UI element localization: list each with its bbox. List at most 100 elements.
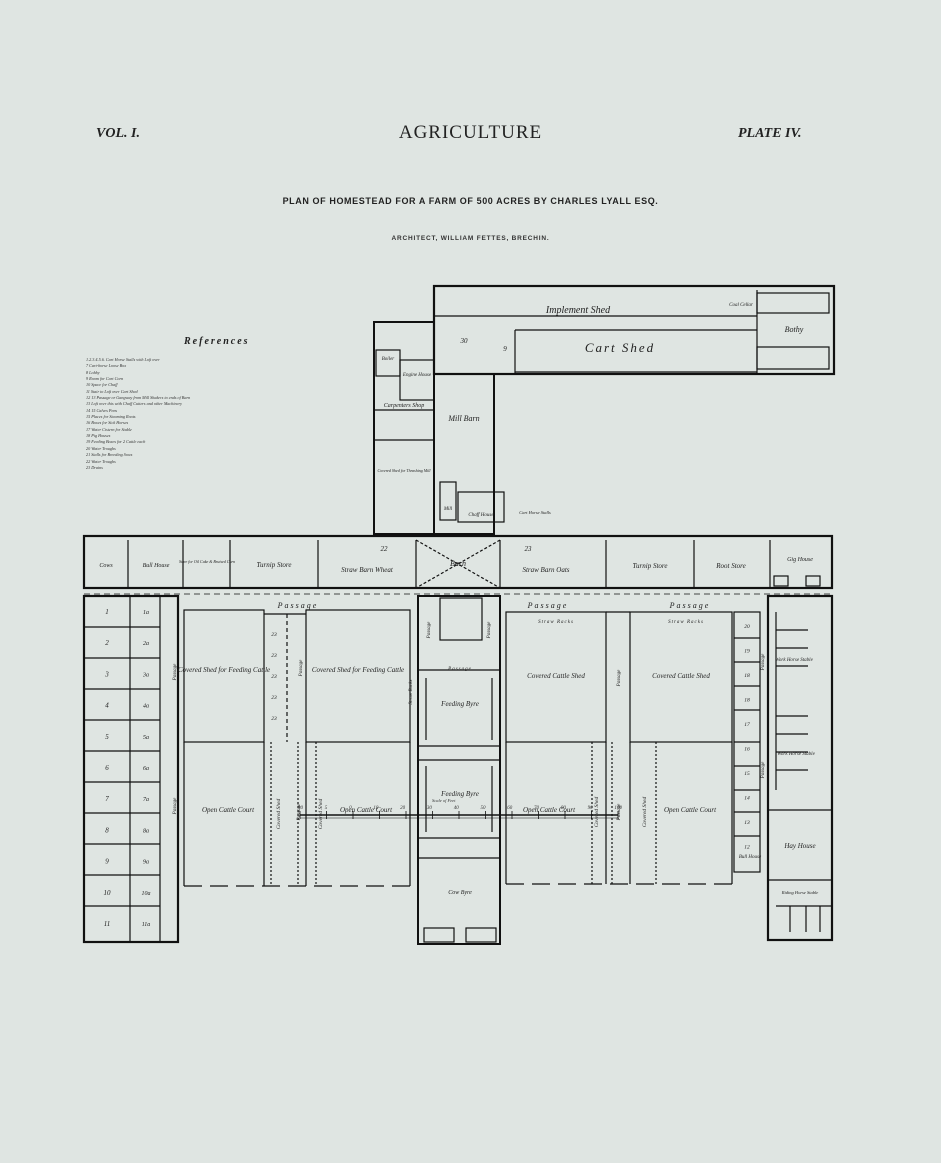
- reference-item: 14 15 Calves Pens: [86, 407, 118, 413]
- label-mill-barn: Mill Barn: [447, 414, 479, 423]
- label-engine-house: Engine House: [402, 373, 432, 378]
- section-title: AGRICULTURE: [398, 122, 543, 143]
- label-barn: Barn: [450, 559, 466, 568]
- label-carpenters-shop: Carpenters Shop: [384, 403, 425, 409]
- label-open-cattle-court-4: Open Cattle Court: [664, 806, 717, 814]
- stall-number: 6: [105, 764, 109, 772]
- label-work-horse-stable-1: Work Horse Stable: [775, 658, 813, 663]
- label-chaff-house: Chaff House: [468, 513, 494, 518]
- stall-number: 4: [105, 702, 109, 710]
- stall-number: 1a: [143, 610, 149, 616]
- reference-item: 15 Places for Steaming Roots: [86, 414, 136, 420]
- reference-item: 8 Lobby: [86, 369, 100, 375]
- label-passage-mid: Passage: [527, 601, 569, 610]
- stall-number: 10a: [142, 891, 151, 897]
- label-open-cattle-court-1: Open Cattle Court: [202, 806, 255, 814]
- reference-item: 16 Boxes for Sick Horses: [86, 420, 129, 426]
- label-coal-cellar: Coal Cellar: [729, 303, 753, 308]
- stall-number: 23: [271, 632, 277, 638]
- label-feeding-byre-1: Feeding Byre: [440, 700, 479, 708]
- label-covered-shed-3: Covered Shed: [594, 797, 600, 828]
- label-covered-cattle-shed-2: Covered Cattle Shed: [652, 672, 710, 680]
- reference-item: 9 Room for Cart Corn: [86, 376, 124, 382]
- label-passage-left: Passage: [277, 601, 319, 610]
- volume-label: VOL. I.: [96, 126, 140, 141]
- stall-number: 10: [104, 889, 112, 897]
- scale-tick-label: 10: [298, 806, 303, 811]
- label-store-oil-cake: Store for Oil Cake & Bruised Corn: [179, 559, 235, 564]
- stall-number: 11: [104, 920, 110, 928]
- label-gig-house: Gig House: [787, 557, 813, 563]
- stall-number: 23: [271, 695, 277, 701]
- stall-number: 1: [105, 608, 109, 616]
- label-covered-shed-2: Covered Shed: [318, 799, 324, 830]
- label-passage-vertical-9: Passage: [761, 761, 766, 779]
- plan-walls: [82, 284, 836, 945]
- label-passage-vertical-6: Passage: [617, 669, 622, 687]
- scale-tick-label: 40: [453, 806, 459, 811]
- stall-number: 9: [105, 858, 109, 866]
- label-open-cattle-court-3: Open Cattle Court: [523, 806, 576, 814]
- label-riding-horse-stable: Riding Horse Stable: [781, 890, 819, 895]
- label-bothy: Bothy: [785, 325, 804, 334]
- label-passage-vertical-8: Passage: [761, 653, 766, 671]
- scale-tick-label: 80: [560, 806, 566, 811]
- scale-tick-label: 10: [373, 806, 379, 811]
- references-heading: References: [184, 336, 250, 347]
- label-num-30: 30: [460, 337, 469, 345]
- scale-title: Scale of Feet: [432, 798, 456, 803]
- label-passage-vertical-7: Passage: [617, 803, 622, 821]
- reference-item: 11 Stair to Loft over Cart Shed: [86, 388, 138, 394]
- plate-label: PLATE IV.: [738, 126, 802, 141]
- label-cows: Cows: [99, 563, 113, 569]
- label-passage-vertical-2: Passage: [299, 659, 304, 677]
- label-hay-house: Hay House: [783, 842, 815, 850]
- scale-tick-label: 70: [534, 806, 540, 811]
- stall-number: 16: [744, 747, 750, 753]
- label-feeding-byre-2: Feeding Byre: [440, 790, 479, 798]
- label-straw-racks-2: Straw Racks: [668, 620, 704, 625]
- references-legend: References 1.2.3.4.5.6. Cart Horse Stall…: [86, 336, 386, 471]
- label-num-23: 23: [525, 545, 533, 553]
- label-work-horse-stable-2: Work Horse Stable: [777, 752, 815, 757]
- label-covered-shed-feeding-2: Covered Shed for Feeding Cattle: [312, 666, 404, 674]
- stall-number: 17: [744, 722, 750, 728]
- plan-title: PLAN OF HOMESTEAD FOR A FARM OF 500 ACRE…: [282, 196, 659, 206]
- label-passage-center: Passage: [447, 667, 472, 672]
- stall-number: 19: [744, 649, 750, 655]
- label-covered-cattle-shed-1: Covered Cattle Shed: [527, 672, 585, 680]
- reference-item: 7 Cart-horse Loose Box: [86, 363, 127, 369]
- scale-tick-label: 100: [614, 806, 622, 811]
- stall-number: 5a: [143, 735, 149, 741]
- stall-number: 18: [744, 673, 750, 679]
- stall-number: 23: [271, 716, 277, 722]
- reference-item: 21 Stalls for Breeding Sows: [86, 452, 133, 458]
- label-cart-shed: Cart Shed: [585, 340, 655, 355]
- reference-item: 10 Space for Chaff: [86, 382, 118, 388]
- stall-number: 18: [744, 698, 750, 704]
- label-num-9: 9: [503, 345, 507, 353]
- references-list: 1.2.3.4.5.6. Cart Horse Stalls with Loft…: [86, 357, 386, 471]
- label-cart-horse-stalls: Cart Horse Stalls: [519, 510, 551, 515]
- stall-number: 8a: [143, 828, 149, 834]
- scale-tick-label: 60: [507, 806, 513, 811]
- stall-number: 2a: [143, 641, 149, 647]
- label-passage-right: Passage: [669, 601, 711, 610]
- scale-tick-label: 50: [480, 806, 486, 811]
- label-passage-vertical-3: Passage: [297, 803, 302, 821]
- label-covered-shed-note: Covered Shed for Thrashing Mill: [378, 468, 432, 473]
- stall-number: 23: [271, 653, 277, 659]
- label-covered-shed-1: Covered Shed: [276, 799, 282, 830]
- stall-number: 23: [271, 674, 277, 680]
- reference-item: 1.2.3.4.5.6. Cart Horse Stalls with Loft…: [86, 357, 160, 362]
- plan-labels: Implement Shed Cart Shed Coal Cellar Bot…: [99, 303, 818, 896]
- stall-number: 5: [105, 733, 109, 741]
- scale-tick-label: 20: [400, 806, 406, 811]
- stall-number: 20: [744, 624, 750, 630]
